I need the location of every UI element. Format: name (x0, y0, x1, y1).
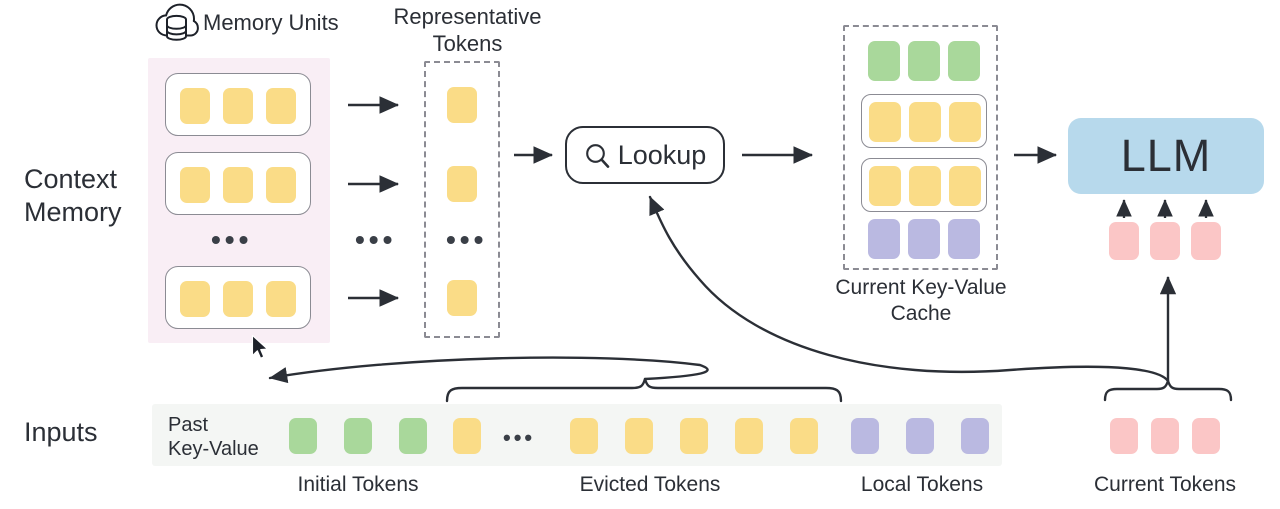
current-kv-cache-label: Current Key-Value Cache (835, 276, 1007, 325)
input-token-evicted-2 (570, 418, 598, 454)
memory-units-ellipsis: ••• (211, 224, 253, 255)
memory-unit-2[interactable] (165, 152, 311, 215)
memory-unit-1[interactable] (165, 73, 311, 136)
past-key-value-label: Past Key-Value (168, 414, 259, 460)
input-token-local-2 (906, 418, 934, 454)
llm-label: LLM (1120, 130, 1212, 181)
kv-row-retrieved-2 (861, 158, 987, 212)
input-token-initial-3 (399, 418, 427, 454)
lookup-label: Lookup (617, 140, 707, 170)
memory-token (266, 167, 296, 203)
kv-token (949, 102, 981, 142)
representative-tokens-label: Representative Tokens (393, 4, 542, 56)
llm-input-token-3 (1191, 222, 1221, 260)
input-token-evicted-1 (453, 418, 481, 454)
kv-token (949, 166, 981, 206)
kv-token (909, 102, 941, 142)
caption-evicted-tokens: Evicted Tokens (579, 473, 721, 496)
input-token-evicted-4 (680, 418, 708, 454)
representative-token-2 (447, 166, 477, 202)
memory-token (180, 88, 210, 124)
input-token-current-1 (1110, 418, 1138, 454)
kv-token (908, 41, 940, 81)
lookup-node[interactable]: Lookup (565, 126, 725, 184)
kv-token (909, 166, 941, 206)
caption-current-tokens: Current Tokens (1093, 473, 1237, 496)
context-memory-label: Context Memory (24, 164, 122, 227)
kv-token (869, 102, 901, 142)
memory-token (223, 167, 253, 203)
evicted-tokens-ellipsis: ••• (503, 425, 536, 450)
llm-input-token-2 (1150, 222, 1180, 260)
input-token-local-1 (851, 418, 879, 454)
memory-token (223, 88, 253, 124)
magnifier-icon (584, 142, 611, 169)
input-token-initial-2 (344, 418, 372, 454)
kv-row-local (868, 219, 980, 261)
kv-token (948, 41, 980, 81)
caption-local-tokens: Local Tokens (860, 473, 984, 496)
inputs-label: Inputs (24, 417, 98, 447)
representative-tokens-box (424, 61, 500, 338)
input-token-local-3 (961, 418, 989, 454)
memory-token (180, 281, 210, 317)
summarize-ellipsis: ••• (355, 224, 397, 255)
memory-token (180, 167, 210, 203)
input-token-evicted-3 (625, 418, 653, 454)
representative-token-1 (447, 87, 477, 123)
kv-token (868, 219, 900, 259)
kv-row-retrieved-1 (861, 94, 987, 148)
input-token-current-3 (1192, 418, 1220, 454)
input-token-evicted-5 (735, 418, 763, 454)
memory-token (266, 281, 296, 317)
memory-units-label: Memory Units (203, 10, 339, 35)
caption-initial-tokens: Initial Tokens (297, 473, 419, 496)
cloud-database-icon (155, 2, 199, 44)
representative-token-n (447, 280, 477, 316)
memory-unit-n[interactable] (165, 266, 311, 329)
memory-token (266, 88, 296, 124)
memory-token (223, 281, 253, 317)
kv-token (868, 41, 900, 81)
mouse-cursor (251, 334, 271, 362)
kv-token (948, 219, 980, 259)
input-token-current-2 (1151, 418, 1179, 454)
representative-tokens-ellipsis: ••• (446, 224, 488, 255)
llm-node[interactable]: LLM (1068, 118, 1264, 194)
kv-token (869, 166, 901, 206)
kv-row-initial (868, 41, 980, 83)
input-token-initial-1 (289, 418, 317, 454)
kv-token (908, 219, 940, 259)
input-token-evicted-6 (790, 418, 818, 454)
llm-input-token-1 (1109, 222, 1139, 260)
